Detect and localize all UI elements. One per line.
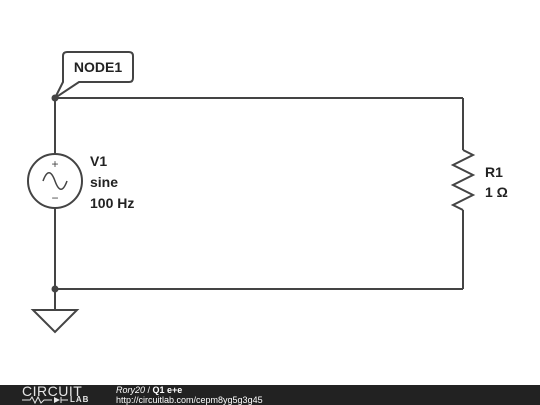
circuit-title[interactable]: Q1 e+e (152, 385, 183, 395)
logo-resistor-icon (22, 395, 68, 405)
node-label-callout[interactable] (52, 51, 134, 101)
ground-symbol (30, 309, 80, 334)
junction-ground (51, 285, 59, 293)
circuit-url[interactable]: http://circuitlab.com/cepm8yg5g3g45 (116, 395, 263, 405)
source-minus-sign: − (51, 191, 58, 205)
source-type-label: sine (90, 174, 118, 190)
footer-info: Rory20 / Q1 e+e http://circuitlab.com/ce… (116, 386, 263, 405)
sine-symbol (42, 172, 68, 190)
source-name-label: V1 (90, 153, 107, 169)
voltage-source-v1[interactable] (27, 153, 83, 209)
logo-text-circuit: CIRCUIT (22, 383, 83, 399)
circuitlab-logo[interactable]: CIRCUIT LAB (22, 383, 102, 405)
schematic: + − NODE1 V1 sine 100 Hz R1 1 Ω (27, 51, 508, 334)
footer-bar: CIRCUIT LAB Rory20 / Q1 e+e http://circu… (0, 383, 540, 405)
source-plus-sign: + (51, 157, 58, 171)
author-link[interactable]: Rory20 (116, 385, 146, 395)
resistor-name-label: R1 (485, 164, 503, 180)
footer-separator: / (145, 385, 153, 395)
resistor-r1[interactable] (450, 149, 476, 211)
source-frequency-label: 100 Hz (90, 195, 134, 211)
logo-text-lab: LAB (70, 395, 90, 404)
resistor-value-label: 1 Ω (485, 184, 508, 200)
footer-title-line: Rory20 / Q1 e+e (116, 386, 263, 395)
node-label-text: NODE1 (74, 59, 122, 75)
